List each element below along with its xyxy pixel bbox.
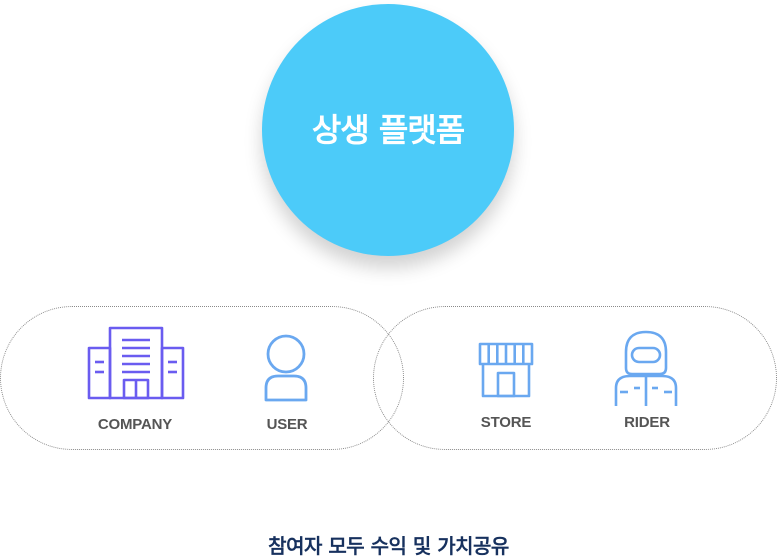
user-label: USER — [266, 416, 308, 433]
caption: 참여자 모두 수익 및 가치공유 — [268, 534, 509, 558]
store-icon — [478, 342, 534, 398]
company-label: COMPANY — [97, 416, 173, 433]
hub-title: 상생 플랫폼 — [311, 111, 465, 149]
rider-label: RIDER — [624, 414, 670, 431]
store-label: STORE — [480, 414, 532, 431]
platform-hub-circle: 상생 플랫폼 — [262, 4, 514, 256]
building-icon — [87, 326, 185, 400]
user-icon — [264, 334, 308, 402]
rider-icon — [614, 330, 678, 406]
group-store-rider — [373, 306, 777, 450]
